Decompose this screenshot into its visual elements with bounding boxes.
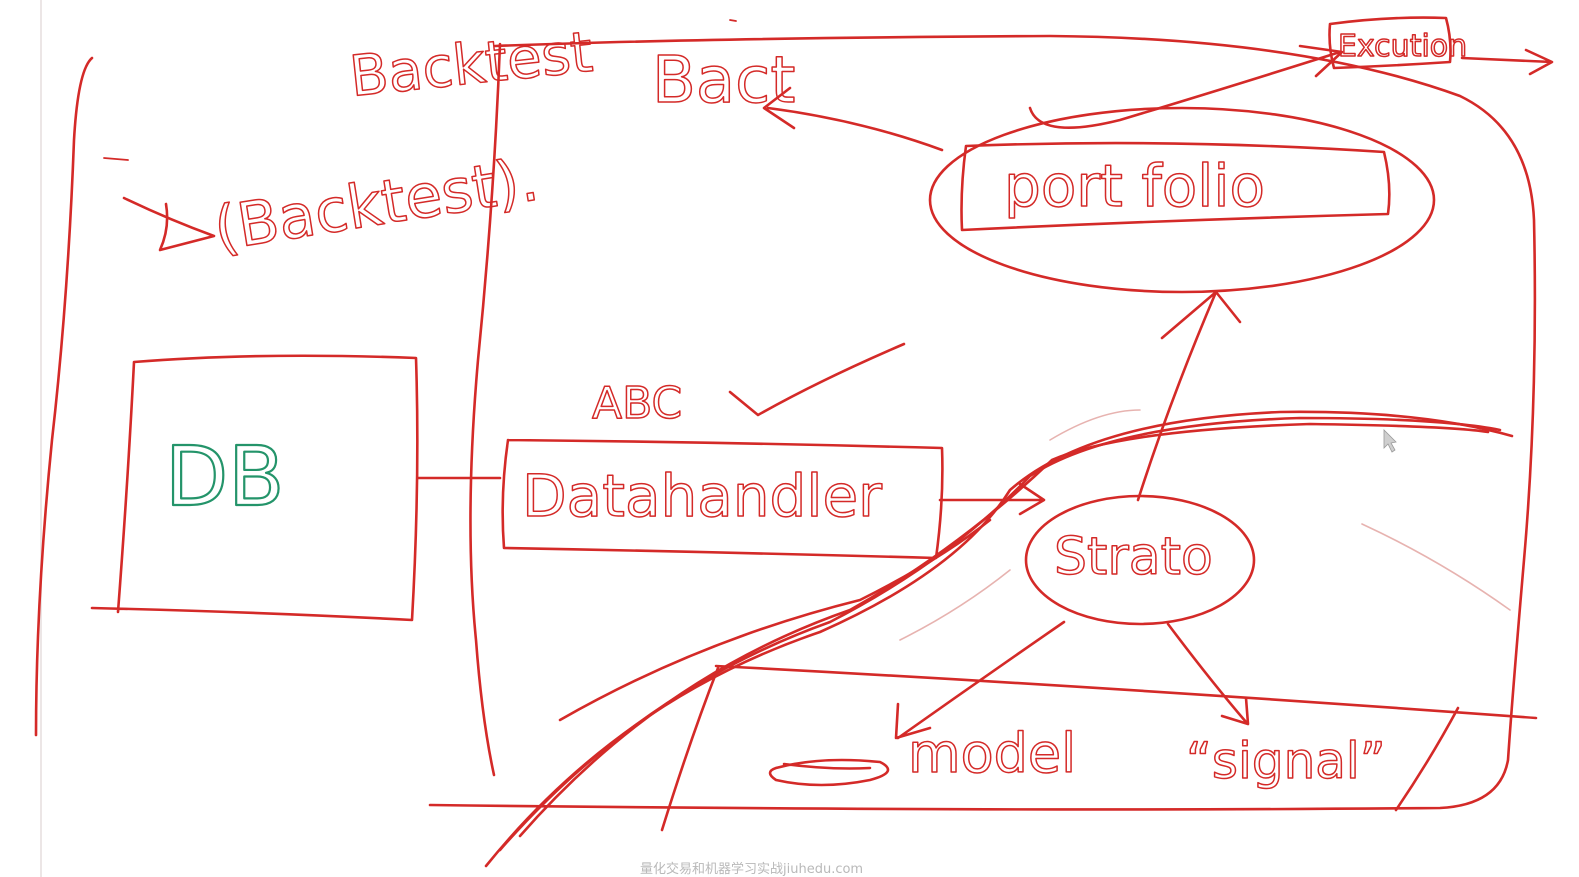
strategy-model-arrow [894, 620, 1066, 740]
strategy-label: Strato [1054, 527, 1213, 587]
strategy-signal-arrow [1166, 622, 1250, 726]
flow-stroke-faint [1361, 523, 1511, 611]
mouse-cursor-icon [1383, 429, 1397, 453]
db-label: DB [165, 430, 284, 525]
system-frame [428, 34, 1537, 811]
flow-stroke-faint [899, 569, 1011, 641]
db-box [90, 354, 419, 622]
scribble-out [768, 758, 890, 787]
check-mark [728, 342, 906, 417]
execution-label: Excution [1338, 29, 1467, 64]
backtest-call-label: (Backtest). [209, 145, 543, 265]
model-signal-region: model “signal” [660, 620, 1538, 832]
call-marker [122, 196, 216, 252]
page-left-border [40, 0, 42, 877]
backtest-heading: Backtest [347, 20, 596, 110]
strategy-portfolio-arrow [1136, 290, 1242, 502]
execution-out-arrow [1460, 48, 1554, 76]
abc-label: ABC [592, 378, 682, 429]
portfolio-execution-arrow [1028, 44, 1344, 129]
bact-heading: Bact [652, 44, 795, 118]
portfolio-ellipse [928, 106, 1436, 294]
strategy-node: Strato [1024, 494, 1256, 626]
datahandler-node: Datahandler [501, 438, 944, 560]
divider-line [469, 42, 502, 777]
flow-stroke [558, 518, 992, 722]
execution-box [1328, 16, 1452, 70]
flow-stroke [518, 422, 1490, 838]
model-region-box [660, 664, 1538, 832]
portfolio-box [960, 141, 1391, 232]
model-label: model [908, 722, 1076, 785]
signal-label: “signal” [1186, 732, 1386, 790]
portfolio-bact-arrow [762, 86, 944, 152]
execution-node: Excution [1328, 16, 1554, 76]
portfolio-node: port folio [928, 106, 1436, 294]
tick-mark [103, 157, 129, 161]
datahandler-strategy-arrow [938, 482, 1046, 516]
datahandler-label: Datahandler [522, 462, 882, 530]
db-node: DB [90, 354, 419, 622]
outer-bracket-line [34, 56, 94, 737]
portfolio-label: port folio [1004, 152, 1265, 220]
flow-stroke-faint [1049, 409, 1141, 441]
flow-strokes [484, 409, 1514, 868]
footer-watermark: 量化交易和机器学习实战jiuhedu.com [640, 861, 863, 877]
heading-dot [729, 19, 737, 22]
